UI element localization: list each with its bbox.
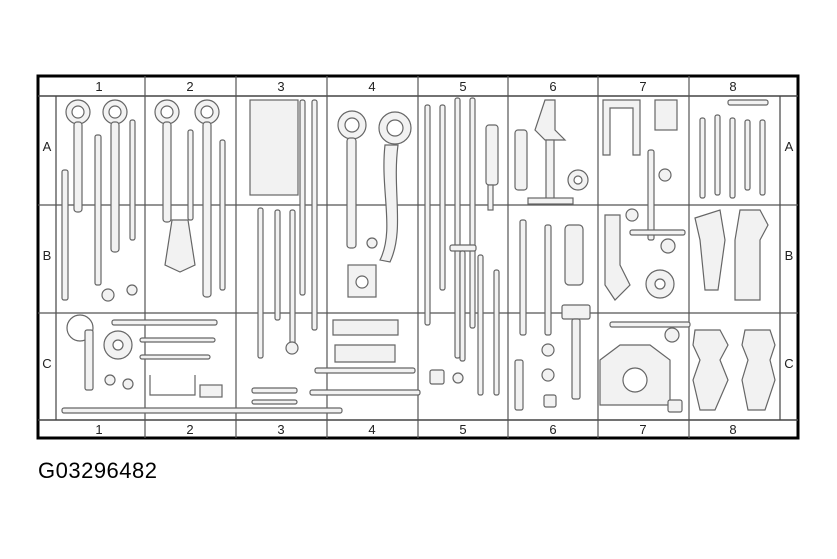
column-dividers	[144, 76, 690, 438]
col-label-bottom: 7	[639, 422, 646, 437]
rod-tool-icon	[424, 97, 476, 359]
col-label-bottom: 5	[459, 422, 466, 437]
spanner-wrench-icon	[378, 111, 412, 263]
col-label-top: 2	[186, 79, 193, 94]
col-label-bottom: 8	[729, 422, 736, 437]
screwdriver-icon	[485, 124, 499, 211]
spanner-wrench-icon	[65, 99, 91, 213]
figure-code: G03296482	[38, 458, 158, 483]
holder-fixture-icon	[527, 99, 589, 205]
col-label-top: 6	[549, 79, 556, 94]
top-column-labels: 1 2 3 4 5 6 7 8	[95, 79, 736, 94]
col-label-top: 8	[729, 79, 736, 94]
puller-bar-icon	[561, 304, 591, 400]
bar-set-icon	[251, 341, 299, 405]
row-label-left: A	[43, 139, 52, 154]
rod-tool-icon	[61, 119, 136, 301]
socket-icon	[429, 369, 464, 385]
round-puller-icon	[645, 168, 676, 299]
col-label-top: 4	[368, 79, 375, 94]
spanner-wrench-icon	[154, 99, 180, 223]
t-handle-icon	[449, 244, 500, 396]
long-bar-icon	[61, 407, 343, 414]
bar-set-icon	[111, 319, 223, 398]
bracket-plate-icon	[309, 319, 421, 396]
fan-holder-icon	[164, 219, 196, 273]
plate-tool-icon	[249, 99, 306, 296]
spanner-wrench-icon	[337, 110, 367, 249]
row-label-left: C	[42, 356, 51, 371]
rod-tool-icon	[257, 99, 318, 359]
rod-tool-icon	[629, 149, 686, 241]
col-label-bottom: 3	[277, 422, 284, 437]
cylinder-tool-icon	[514, 129, 528, 191]
bracket-plate-icon	[604, 208, 639, 301]
rod-tool-icon	[699, 99, 769, 199]
left-row-labels: A B C	[42, 139, 51, 371]
spanner-wrench-icon	[194, 99, 220, 298]
tool-silhouettes	[61, 97, 776, 414]
col-label-top: 1	[95, 79, 102, 94]
col-label-top: 7	[639, 79, 646, 94]
row-label-right: A	[785, 139, 794, 154]
right-row-labels: A B C	[784, 139, 793, 371]
rod-tool-icon	[519, 219, 552, 336]
round-puller-icon	[66, 284, 138, 391]
bottom-column-labels: 1 2 3 4 5 6 7 8	[95, 422, 736, 437]
socket-icon	[514, 343, 557, 411]
col-label-bottom: 6	[549, 422, 556, 437]
row-label-right: B	[785, 248, 794, 263]
spanner-wrench-icon	[102, 99, 128, 253]
long-rod-icon	[187, 129, 226, 291]
col-label-top: 5	[459, 79, 466, 94]
cylinder-tool-icon	[564, 224, 584, 286]
gauge-block-icon	[347, 237, 378, 298]
holder-fixture-icon	[692, 329, 776, 411]
row-label-right: C	[784, 356, 793, 371]
col-label-bottom: 2	[186, 422, 193, 437]
col-label-top: 3	[277, 79, 284, 94]
fixture-plate-icon	[599, 321, 691, 413]
frame-fixture-icon	[602, 99, 678, 156]
holder-fixture-icon	[694, 209, 769, 301]
col-label-bottom: 1	[95, 422, 102, 437]
row-label-left: B	[43, 248, 52, 263]
col-label-bottom: 4	[368, 422, 375, 437]
